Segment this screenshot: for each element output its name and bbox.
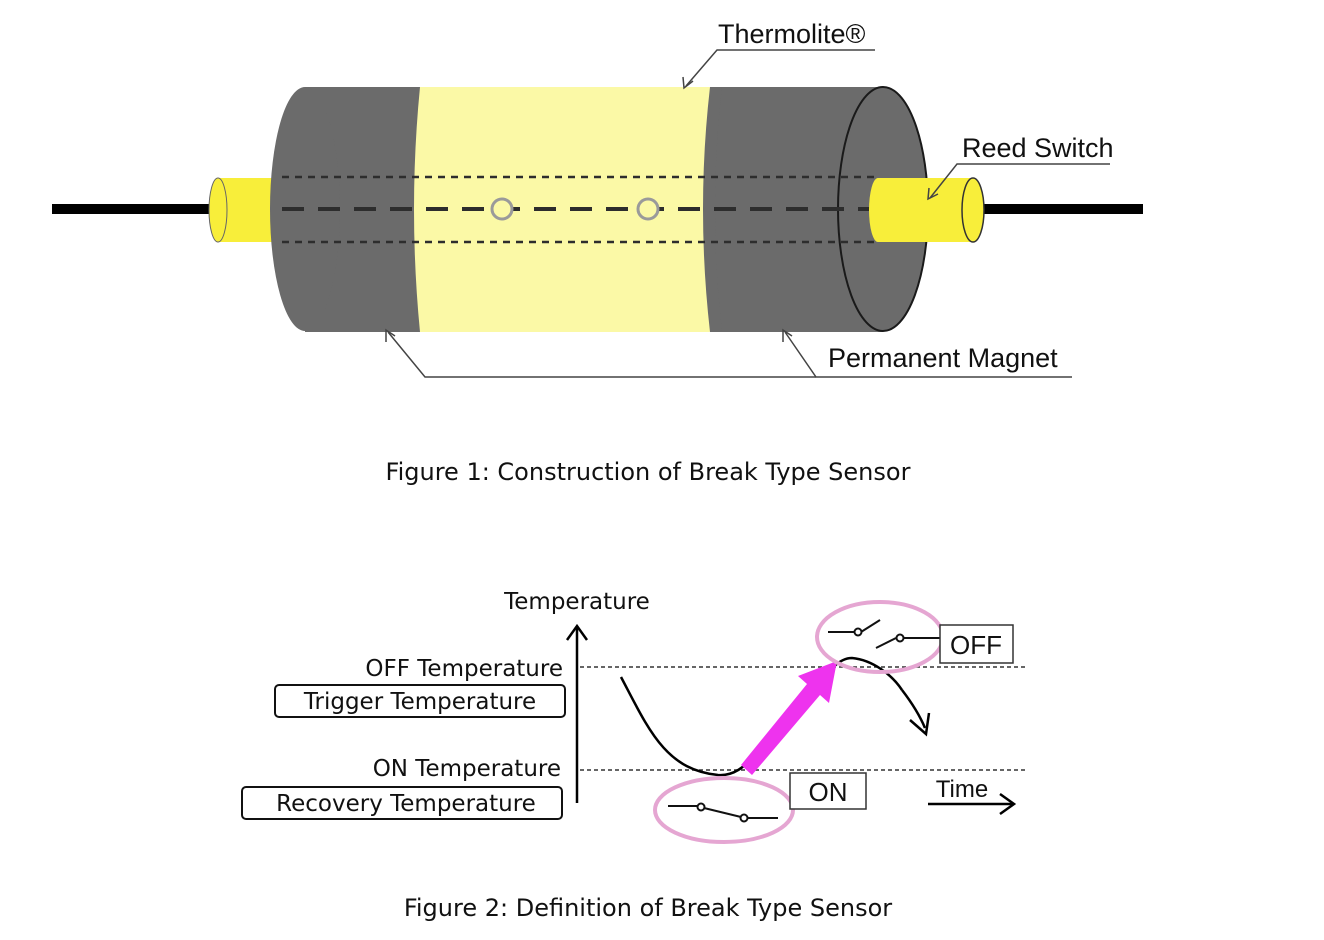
thermolite-left-edge [414, 87, 432, 332]
figure1-caption: Figure 1: Construction of Break Type Sen… [386, 458, 911, 486]
reed-contact-left [490, 197, 514, 221]
on-temperature-label: ON Temperature [373, 756, 561, 782]
trigger-rise-arrow [741, 661, 837, 775]
recovery-temperature-box [241, 786, 563, 820]
temperature-axis-label: Temperature [503, 589, 650, 615]
permanent-magnet-leader [385, 328, 1072, 378]
left-magnet-end-cap [270, 87, 340, 331]
off-temperature-label: OFF Temperature [365, 656, 563, 682]
on-state-box [789, 772, 867, 810]
on-switch-highlight [653, 776, 795, 844]
on-state-label: ON [809, 777, 848, 807]
trigger-temperature-box [274, 684, 566, 718]
thermolite-leader [682, 49, 875, 90]
reed-switch-left-end [208, 177, 280, 243]
trigger-temperature-label: Trigger Temperature [303, 689, 536, 715]
reed-contact-right [636, 197, 660, 221]
temperature-curve-tail [901, 689, 927, 729]
off-state-box [939, 624, 1014, 664]
time-axis-label: Time [936, 776, 988, 803]
reed-switch-internal [282, 175, 878, 244]
recovery-temperature-label: Recovery Temperature [276, 791, 536, 817]
figure2-caption: Figure 2: Definition of Break Type Senso… [404, 894, 892, 922]
magnet-front-edge [703, 87, 722, 332]
permanent-magnet-label: Permanent Magnet [828, 343, 1058, 373]
closed-switch-icon [668, 802, 778, 823]
figure2-definition-diagram: Temperature OFF Temperature Trigger Temp… [241, 589, 1027, 844]
open-switch-icon [828, 619, 940, 649]
figure1-construction-diagram: Thermolite® Reed Switch Permanent Magnet [52, 19, 1143, 378]
thermolite-label: Thermolite® [718, 19, 866, 49]
off-state-label: OFF [950, 630, 1002, 660]
reed-switch-right-end [869, 177, 985, 243]
curve-arrowhead [909, 712, 931, 737]
reed-switch-leader [927, 163, 1110, 201]
time-axis-arrow [928, 792, 1017, 816]
temperature-axis [565, 623, 589, 803]
reed-switch-label: Reed Switch [962, 133, 1114, 163]
